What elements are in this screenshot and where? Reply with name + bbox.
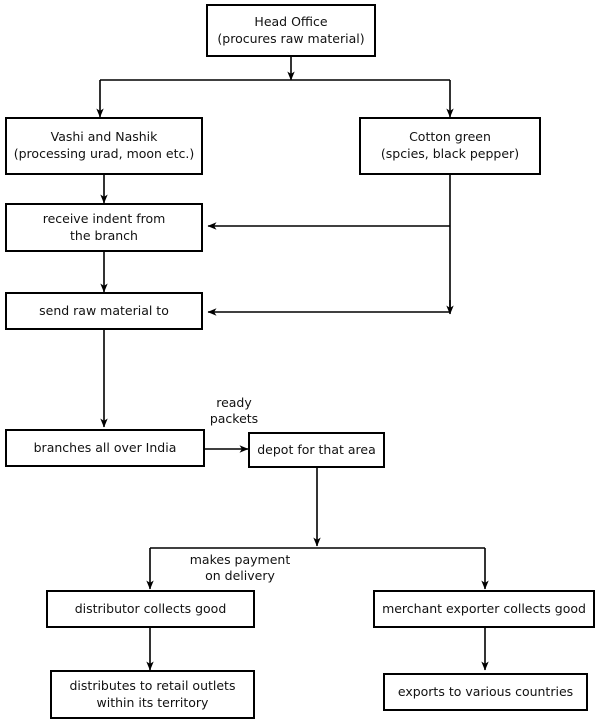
node-depot-area-label: depot for that area xyxy=(257,441,376,457)
node-head-office[interactable]: Head Office(procures raw material) xyxy=(206,4,376,57)
node-send-raw-material[interactable]: send raw material to xyxy=(5,292,203,330)
node-cotton-green[interactable]: Cotton green(spcies, black pepper) xyxy=(359,117,541,175)
node-branches-india[interactable]: branches all over India xyxy=(5,429,205,467)
node-distributor[interactable]: distributor collects good xyxy=(46,590,255,628)
node-depot-area[interactable]: depot for that area xyxy=(248,432,385,468)
node-vashi-nashik-label: Vashi and Nashik(processing urad, moon e… xyxy=(13,129,195,161)
node-head-office-label: Head Office(procures raw material) xyxy=(217,13,365,46)
node-merchant-exporter[interactable]: merchant exporter collects good xyxy=(373,590,595,628)
node-send-raw-material-label: send raw material to xyxy=(39,302,169,318)
node-cotton-green-label: Cotton green(spcies, black pepper) xyxy=(380,129,520,161)
node-branches-india-label: branches all over India xyxy=(33,439,177,455)
node-vashi-nashik[interactable]: Vashi and Nashik(processing urad, moon e… xyxy=(5,117,203,175)
node-distributor-label: distributor collects good xyxy=(74,600,227,616)
node-exports-countries[interactable]: exports to various countries xyxy=(383,673,588,711)
node-merchant-exporter-label: merchant exporter collects good xyxy=(382,600,586,616)
node-exports-countries-label: exports to various countries xyxy=(397,683,574,699)
